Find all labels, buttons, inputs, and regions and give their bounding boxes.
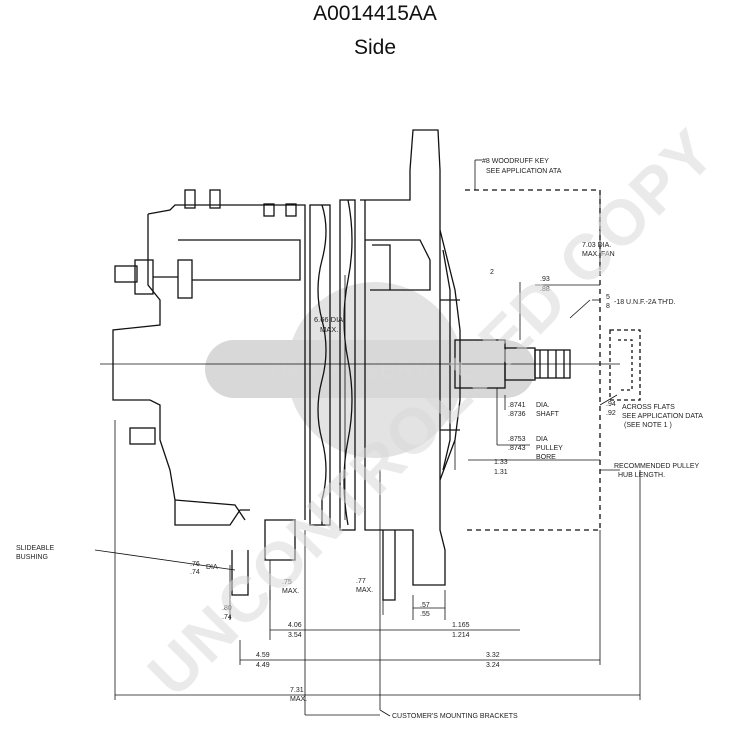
- dim-459: 4.59: [256, 652, 270, 659]
- frame-dia-label-1: 6.66 DIA.: [314, 315, 345, 324]
- shaft-label: SHAFT: [536, 411, 560, 418]
- dim-76: .76: [190, 561, 200, 568]
- dim-354: 3.54: [288, 632, 302, 639]
- dim-324: 3.24: [486, 662, 500, 669]
- dim-1214: 1.214: [452, 632, 470, 639]
- dim-731-max: MAX.: [290, 696, 307, 703]
- dim-93: .93: [540, 276, 550, 283]
- bore-dia: DIA: [536, 436, 548, 443]
- hub-131: 1.31: [494, 469, 508, 476]
- trade-service-logo-watermark: TRADE SERVICE: [205, 282, 535, 458]
- dim-406: 4.06: [288, 622, 302, 629]
- brackets-label: CUSTOMER'S MOUNTING BRACKETS: [392, 713, 518, 720]
- dim-57: .57: [420, 602, 430, 609]
- fan-dia-label-2: MAX. FAN: [582, 251, 615, 258]
- dim-80: .80: [222, 605, 232, 612]
- flats-92: .92: [606, 410, 616, 417]
- flats-94: .94: [606, 401, 616, 408]
- woodruff-label-2: SEE APPLICATION ATA: [486, 168, 562, 175]
- thread-label: -18 U.N.F.-2A TH'D.: [614, 299, 676, 306]
- bore-8743: .8743: [508, 445, 526, 452]
- bore-label: BORE: [536, 454, 556, 461]
- dimension-lines: [94, 159, 641, 717]
- flats-label-2: SEE APPLICATION DATA: [622, 413, 703, 420]
- thread-frac-num: 5: [606, 294, 610, 301]
- bore-8753: .8753: [508, 436, 526, 443]
- dim-77: .77: [356, 578, 366, 585]
- dim-731: 7.31: [290, 687, 304, 694]
- view-subtitle: Side: [353, 36, 397, 59]
- dimension-labels: #8 WOODRUFF KEY SEE APPLICATION ATA 7.03…: [16, 158, 703, 720]
- shaft-8741: .8741: [508, 402, 526, 409]
- dim-74b: .74: [222, 614, 232, 621]
- bushing-label-2: BUSHING: [16, 554, 48, 561]
- hub-133: 1.33: [494, 459, 508, 466]
- shaft-dia: DIA.: [536, 402, 550, 409]
- dim-dia-short: DIA: [206, 564, 218, 571]
- dim-1165: 1.165: [452, 622, 470, 629]
- alternator-body: [100, 129, 641, 601]
- shaft-8736: .8736: [508, 411, 526, 418]
- hub-label-1: RECOMMENDED PULLEY: [614, 463, 700, 470]
- bore-pulley: PULLEY: [536, 445, 563, 452]
- dim-75: .75: [282, 579, 292, 586]
- hub-label-2: HUB LENGTH.: [618, 472, 665, 479]
- part-number-title: A0014415AA: [313, 2, 437, 25]
- dim-77-max: MAX.: [356, 587, 373, 594]
- dim-88: .88: [540, 286, 550, 293]
- thread-frac-den: 8: [606, 303, 610, 310]
- bushing-label-1: SLIDEABLE: [16, 545, 54, 552]
- dim-55: .55: [420, 611, 430, 618]
- fan-dia-label-1: 7.03 DIA.: [582, 242, 611, 249]
- woodruff-label-1: #8 WOODRUFF KEY: [482, 158, 549, 165]
- dim-449: 4.49: [256, 662, 270, 669]
- dim-332: 3.32: [486, 652, 500, 659]
- dim-74: .74: [190, 569, 200, 576]
- frame-dia-label-2: MAX.: [320, 325, 338, 334]
- flats-label-1: ACROSS FLATS: [622, 404, 675, 411]
- dim-75-max: MAX.: [282, 588, 299, 595]
- dim-2: 2: [490, 269, 494, 276]
- flats-label-3: (SEE NOTE 1 ): [624, 422, 672, 429]
